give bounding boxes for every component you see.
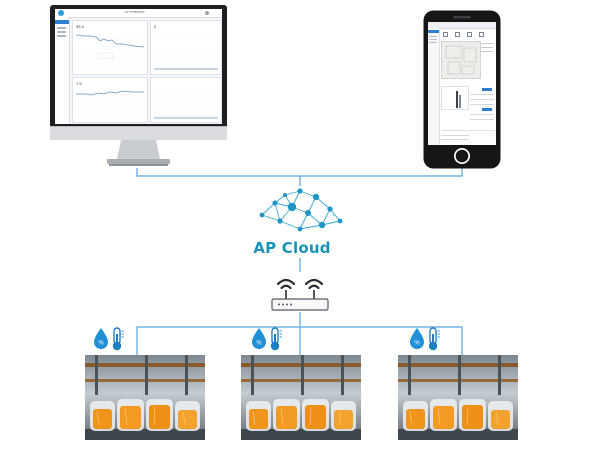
panel-value: 33.3 [76,24,84,29]
chart-panel-3: 7.5 [72,77,148,123]
sidebar-item-active[interactable] [55,20,69,24]
humidity-temperature-icon: % [252,327,282,351]
device-icon[interactable] [467,32,472,37]
chart-panel-1: 33.3 [72,20,148,75]
table-row [441,135,469,136]
dashboard-sidebar [55,17,70,124]
user-avatar-icon[interactable] [205,11,209,15]
phone-bottom-section [441,130,495,143]
svg-text:%: % [98,341,104,347]
cultivation-photo [85,355,205,440]
phone-menu-item[interactable] [429,36,437,37]
floor-plan-map[interactable] [441,41,481,79]
wifi-router-icon [271,278,329,311]
cloud-label: AP Cloud [253,239,331,257]
cultivation-photo [398,355,518,440]
phone-side-panel [481,41,495,77]
svg-text:%: % [414,341,420,347]
chart-panel-4 [150,77,222,123]
panel-value: 7.5 [76,81,82,86]
phone-side-line [481,51,493,52]
line-chart-1 [76,34,144,70]
table-row [470,104,494,105]
cultivation-photo [241,355,361,440]
table-row [470,99,494,100]
phone-menu-item[interactable] [429,42,437,43]
dashboard-screen: UI ?/??BS?M? 33.3 2 7.5 [55,9,222,124]
panel-value: 2 [154,24,157,29]
sidebar-item[interactable] [57,35,66,37]
table-row [470,94,494,95]
svg-text:%: % [256,341,262,347]
device-icon[interactable] [455,32,460,37]
line-chart-3 [76,90,144,117]
phone-action-button[interactable] [482,88,492,91]
phone-screen [428,22,496,145]
phone-menu-item[interactable] [429,39,437,40]
humidity-temperature-icon: % [410,327,440,351]
table-row [441,139,469,140]
phone-action-button[interactable] [482,108,492,111]
phone-side-line [481,47,493,48]
phone-bar-chart [441,86,469,110]
sidebar-item[interactable] [57,27,66,29]
phone-side-line [481,43,493,44]
network-cloud-icon [259,188,343,232]
dashboard-title: UI ?/??BS?M? [125,10,145,14]
phone-menu [428,28,440,145]
phone-menu-item-active[interactable] [428,30,439,33]
dashboard-logo-icon [58,10,64,16]
device-icon[interactable] [479,32,484,37]
desktop-monitor: UI ?/??BS?M? 33.3 2 7.5 [49,4,228,171]
table-row [470,119,494,120]
table-row [470,114,494,115]
line-chart-2 [154,38,218,70]
dashboard-topbar: UI ?/??BS?M? [55,9,222,18]
chart-panel-2: 2 [150,20,222,75]
humidity-temperature-icon: % [94,327,124,351]
sidebar-item[interactable] [57,31,66,33]
phone-topbar [428,22,496,29]
floor-plan-drawing [445,45,477,75]
device-icon[interactable] [443,32,448,37]
phone-data-table [470,86,495,126]
smartphone [423,10,501,169]
line-chart-4 [154,95,218,119]
bar-chart-drawing [456,91,461,108]
phone-icon-row [441,31,495,39]
